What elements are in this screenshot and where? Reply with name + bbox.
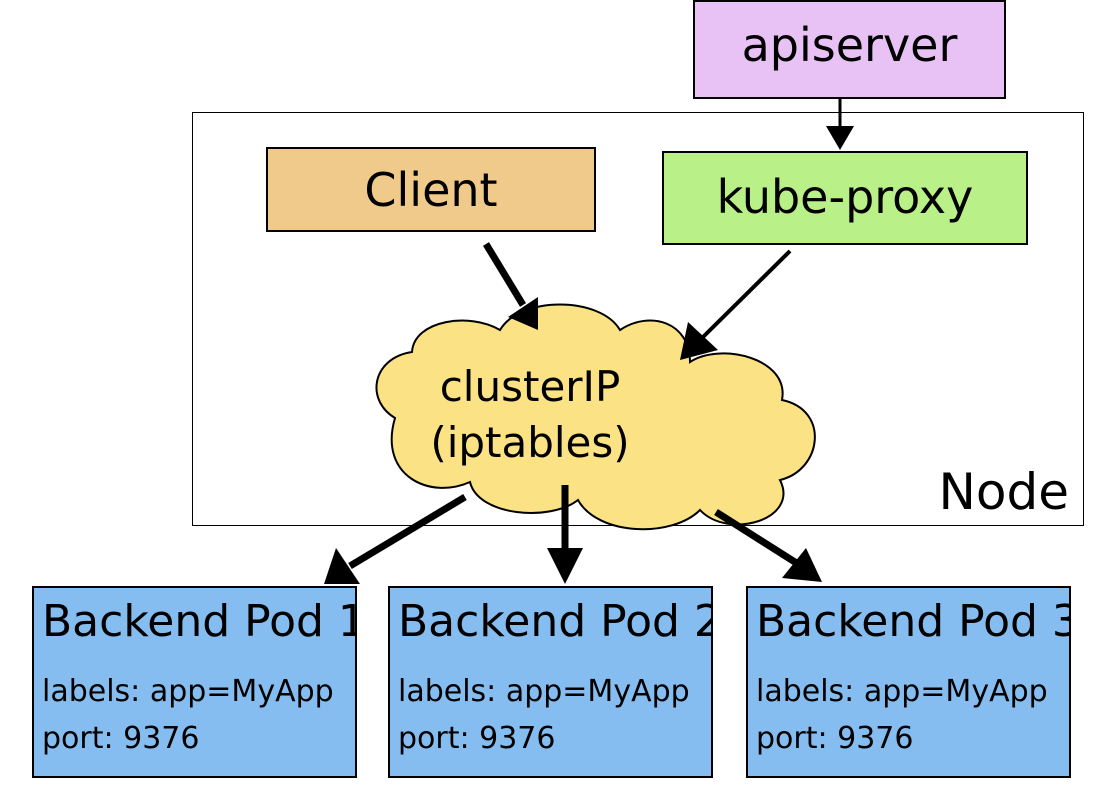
backend-pod-1: Backend Pod 1 labels: app=MyApp port: 93… (32, 586, 357, 778)
apiserver-label: apiserver (741, 18, 958, 72)
pod-labels: labels: app=MyApp (42, 674, 334, 709)
cluster-ip-sublabel: (iptables) (430, 418, 630, 467)
pod-title: Backend Pod 1 (42, 596, 357, 647)
cluster-ip-cloud (375, 303, 816, 531)
pod-title: Backend Pod 3 (756, 596, 1071, 647)
arrow-cluster-ip-to-pod-2 (547, 485, 583, 584)
backend-pod-3: Backend Pod 3 labels: app=MyApp port: 93… (746, 586, 1071, 778)
node-label: Node (938, 463, 1070, 521)
cluster-ip-label: clusterIP (439, 362, 621, 411)
arrow-cluster-ip-to-pod-1 (324, 493, 467, 584)
apiserver-box: apiserver (693, 0, 1006, 99)
pod-labels: labels: app=MyApp (756, 674, 1048, 709)
arrow-apiserver-to-kube-proxy (826, 99, 854, 150)
pod-port: port: 9376 (398, 721, 556, 756)
pod-labels: labels: app=MyApp (398, 674, 690, 709)
kube-proxy-box: kube-proxy (662, 151, 1028, 245)
pod-port: port: 9376 (756, 721, 914, 756)
arrow-kube-proxy-to-cluster-ip (680, 249, 792, 360)
kube-proxy-label: kube-proxy (716, 170, 974, 224)
arrow-client-to-cluster-ip (483, 242, 538, 330)
client-label: Client (364, 163, 498, 217)
backend-pod-2: Backend Pod 2 labels: app=MyApp port: 93… (388, 586, 713, 778)
pod-title: Backend Pod 2 (398, 596, 713, 647)
arrow-cluster-ip-to-pod-3 (714, 509, 822, 582)
pod-port: port: 9376 (42, 721, 200, 756)
client-box: Client (266, 147, 596, 232)
